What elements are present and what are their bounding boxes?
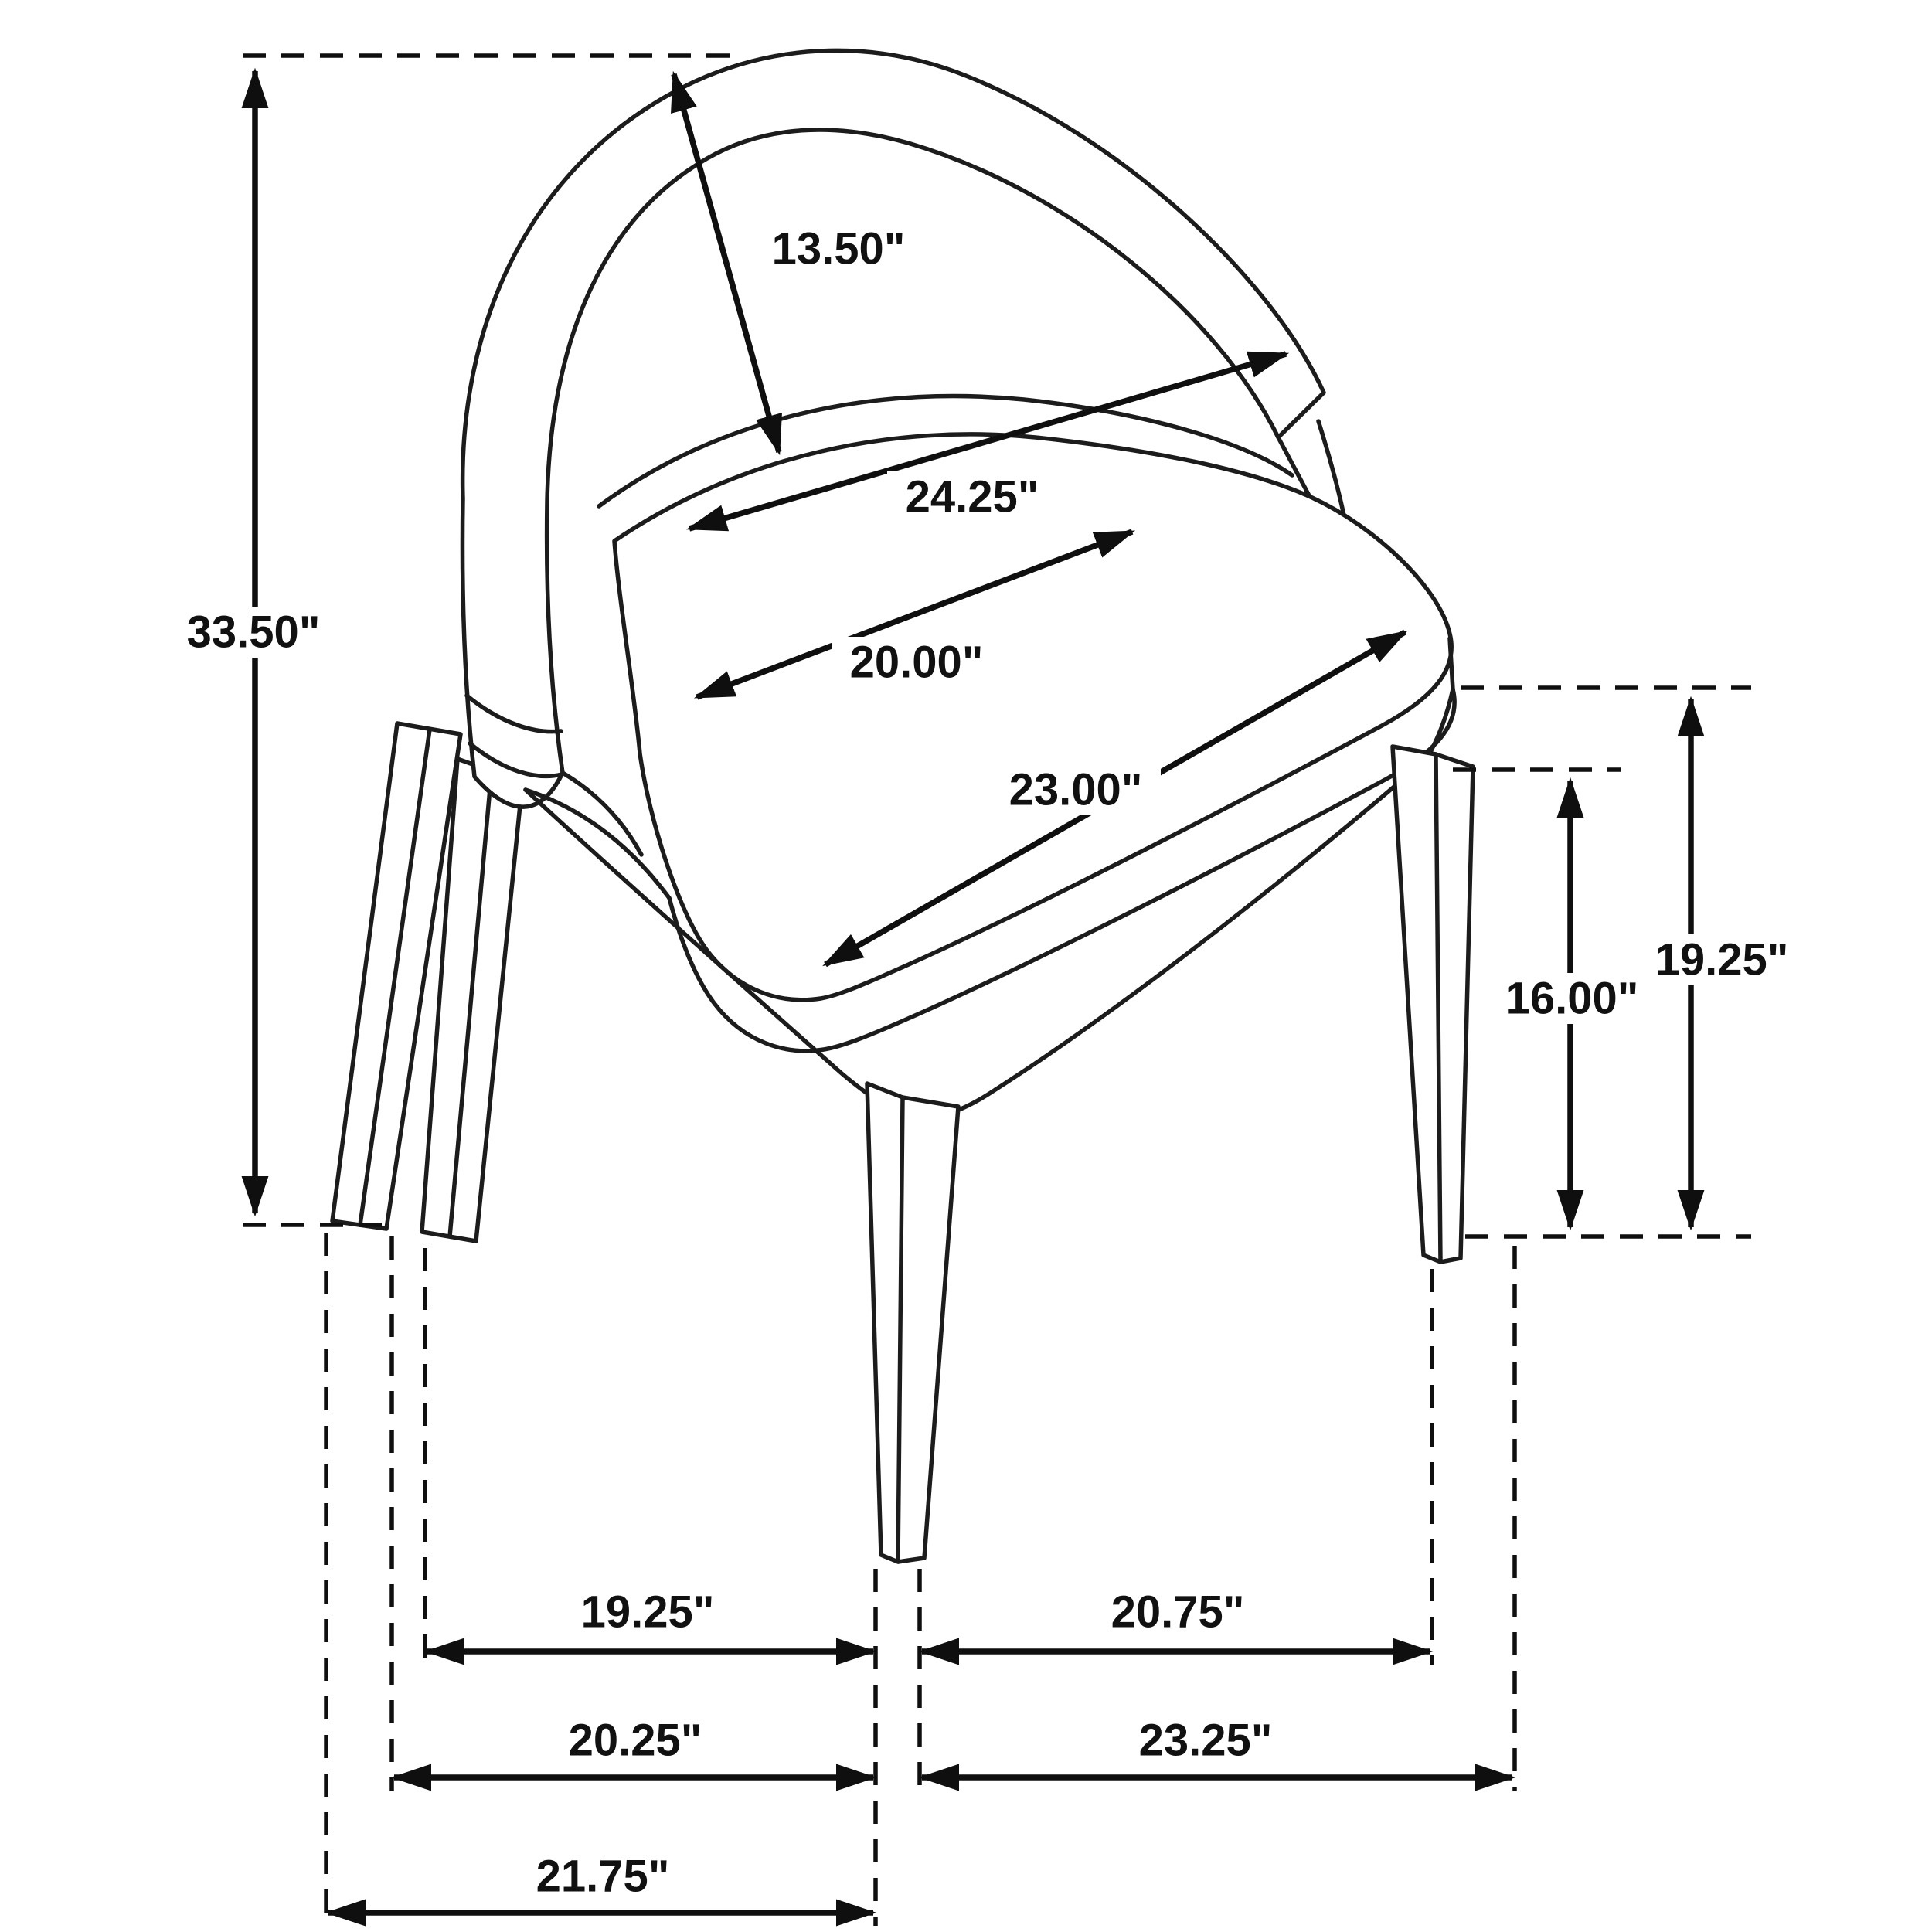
dimension-line-arm-to-arm <box>685 351 1290 532</box>
chair-right-leg-edge <box>1434 752 1443 1264</box>
chair-front-left-leg-edge <box>447 769 494 1239</box>
dim-label-span-overall-depth: 21.75" <box>536 1852 670 1902</box>
chair-front-leg <box>865 1081 961 1564</box>
label-backdrop <box>518 1851 688 1902</box>
dim-label-seat-back-width: 20.00" <box>850 638 984 688</box>
dim-label-floor-to-frame: 16.00" <box>1505 974 1639 1024</box>
label-backdrop <box>1093 1587 1263 1638</box>
chair-back-left-leg-edge <box>358 727 432 1227</box>
chair-apron-left-top <box>523 787 672 900</box>
extension-lines <box>243 53 1751 1926</box>
label-backdrop <box>1487 973 1657 1024</box>
dim-label-floor-to-seat-top: 19.25" <box>1655 935 1789 985</box>
label-backdrop <box>168 607 338 658</box>
chair-left-panel-to-frame <box>560 770 644 857</box>
dim-label-span-front-right: 20.75" <box>1111 1587 1245 1638</box>
dim-label-back-diagonal: 13.50" <box>772 224 906 274</box>
chair-front-leg-edge <box>896 1095 905 1564</box>
chair-left-panel-seam-2 <box>468 741 564 779</box>
chair-line-drawing <box>330 48 1475 1564</box>
chair-left-panel-seam-1 <box>464 693 563 734</box>
dim-label-seat-front-width: 23.00" <box>1009 765 1143 815</box>
label-backdrop <box>832 637 1002 688</box>
dim-label-arm-to-arm: 24.25" <box>906 472 1039 522</box>
dimension-labels: 13.50" 24.25" 20.00" 23.00" 33.50" 19.25… <box>168 223 1807 1902</box>
dim-label-span-mid-right: 23.25" <box>1139 1716 1273 1766</box>
label-backdrop <box>753 223 923 274</box>
dim-label-span-front-left: 19.25" <box>581 1587 715 1638</box>
label-backdrop <box>991 764 1161 815</box>
label-backdrop <box>1637 934 1807 985</box>
dim-label-span-mid-left: 20.25" <box>569 1716 702 1766</box>
dimension-lines <box>241 67 1705 1927</box>
dim-label-overall-height: 33.50" <box>187 607 321 658</box>
label-backdrop <box>563 1587 733 1638</box>
label-backdrop <box>550 1715 720 1766</box>
chair-cushion-corner-edge <box>1447 636 1455 692</box>
chair-right-leg <box>1390 744 1475 1264</box>
label-backdrop <box>1121 1715 1291 1766</box>
dimension-line-seat-back-width <box>693 529 1136 700</box>
label-backdrop <box>887 471 1057 522</box>
